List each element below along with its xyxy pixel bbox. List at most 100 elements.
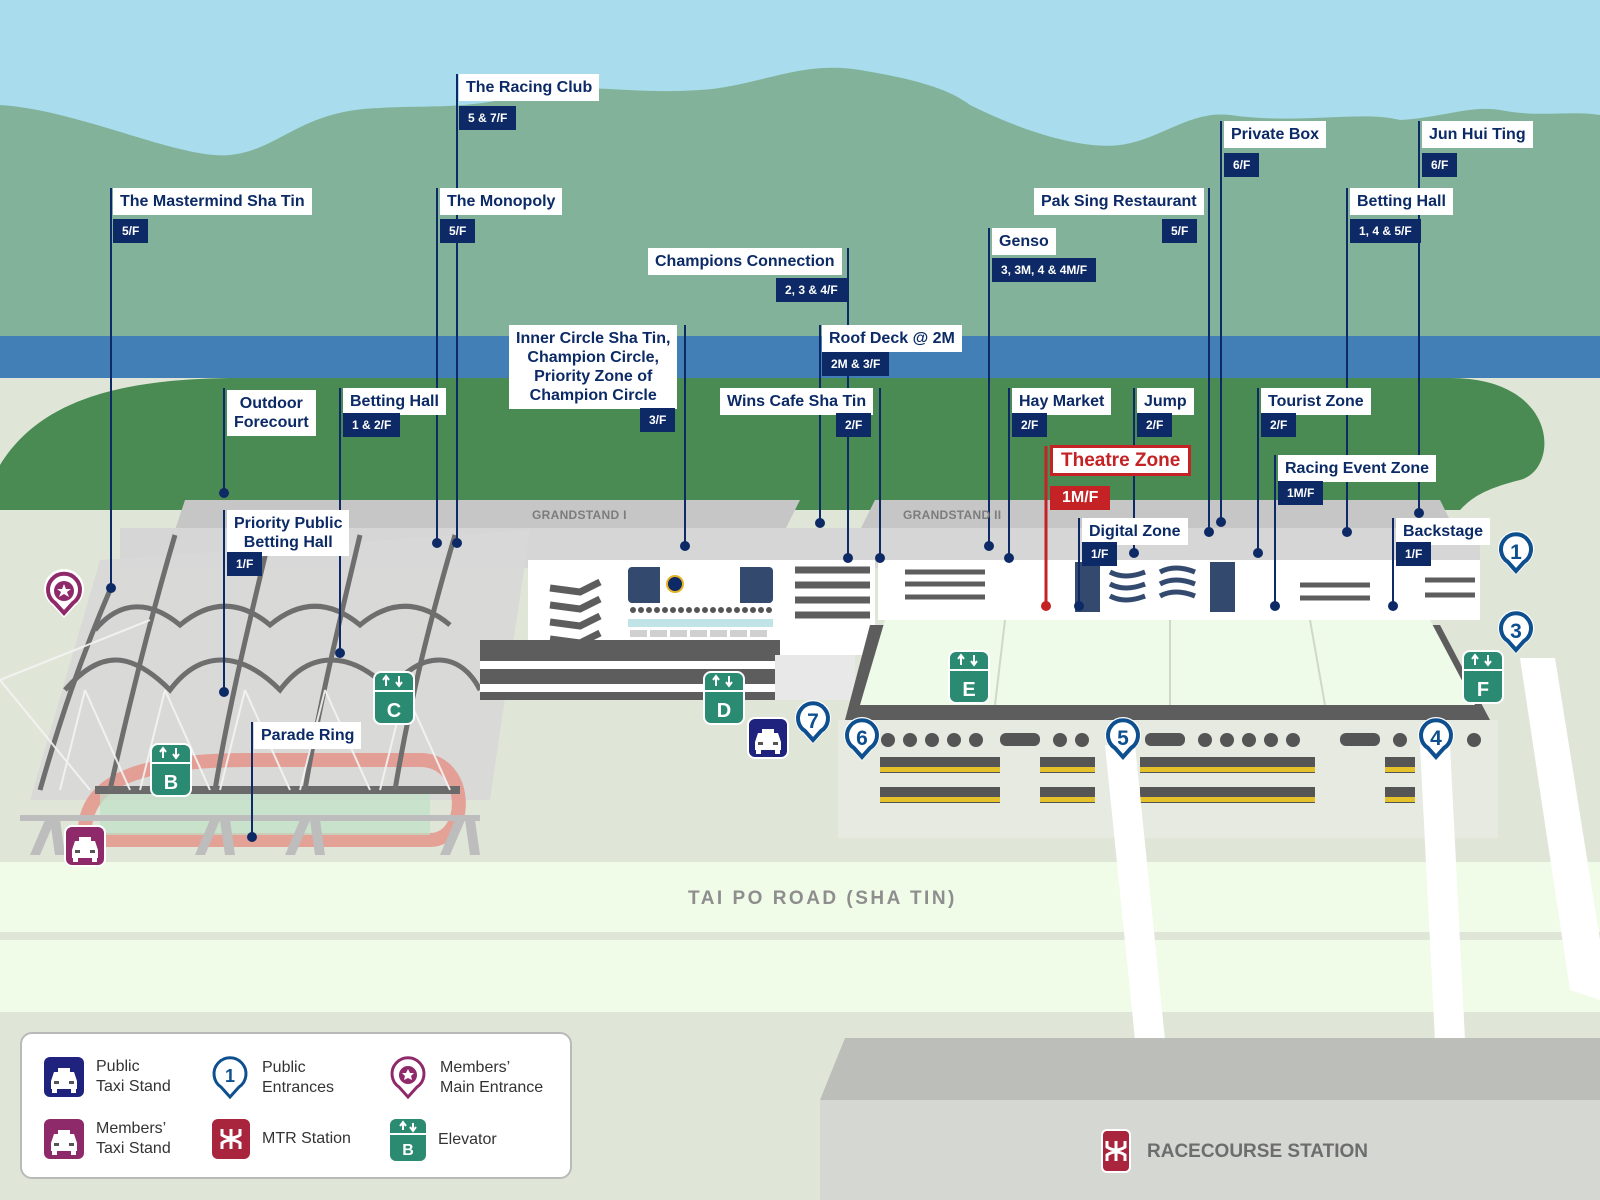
- road-label: TAI PO ROAD (SHA TIN): [688, 888, 957, 909]
- legend-members-taxi-stand: Members’Taxi Stand: [44, 1119, 171, 1159]
- floor-badge: 5/F: [113, 219, 149, 243]
- floor-badge: 2/F: [836, 413, 872, 437]
- floor-badge: 2/F: [1137, 413, 1173, 437]
- elevator-b-icon[interactable]: B: [150, 743, 192, 797]
- grandstand-ii: [838, 560, 1498, 838]
- legend-label: Taxi Stand: [96, 1140, 171, 1157]
- venue-label[interactable]: Parade Ring: [254, 722, 362, 749]
- walkway-3: [1520, 658, 1600, 1000]
- floor-badge: 2, 3 & 4/F: [776, 278, 847, 302]
- entrance-7-pin[interactable]: 7: [793, 698, 833, 746]
- venue-label[interactable]: The Monopoly: [440, 188, 563, 215]
- venue-label[interactable]: Betting Hall: [343, 388, 446, 415]
- walkway-4: [1420, 745, 1465, 1040]
- road-lane: [0, 940, 1600, 1012]
- legend-label: Taxi Stand: [96, 1078, 171, 1095]
- hills: [0, 67, 1600, 340]
- legend-label: MTR Station: [262, 1130, 351, 1147]
- venue-label[interactable]: Champions Connection: [648, 248, 842, 275]
- venue-label[interactable]: Wins Cafe Sha Tin: [720, 388, 874, 415]
- elevator-c-icon[interactable]: C: [373, 671, 415, 725]
- floor-badge: 3, 3M, 4 & 4M/F: [992, 258, 1097, 282]
- venue-label[interactable]: Tourist Zone: [1261, 388, 1371, 415]
- venue-label[interactable]: Genso: [992, 228, 1056, 255]
- walkway-5: [1105, 745, 1165, 1040]
- entrance-6-label: 6: [856, 727, 868, 750]
- entrance-4-label: 4: [1430, 727, 1442, 750]
- tai-po-road: [0, 862, 1600, 932]
- venue-label[interactable]: The Racing Club: [459, 74, 600, 101]
- entrance-7-label: 7: [807, 710, 819, 733]
- floor-badge: 1/F: [1082, 542, 1118, 566]
- venue-label[interactable]: Theatre Zone: [1050, 445, 1192, 476]
- entrance-3-pin[interactable]: 3: [1496, 608, 1536, 656]
- venue-label[interactable]: Roof Deck @ 2M: [822, 325, 962, 352]
- venue-label-line: Priority Zone of: [534, 368, 653, 385]
- venue-label[interactable]: Pak Sing Restaurant: [1034, 188, 1204, 215]
- venue-label-line: Champion Circle: [529, 387, 657, 404]
- legend-label: Public: [96, 1058, 140, 1075]
- floor-badge: 6/F: [1224, 153, 1260, 177]
- floor-badge: 5 & 7/F: [459, 106, 517, 130]
- members-taxi-stand-icon[interactable]: [64, 825, 106, 867]
- floor-badge: 2/F: [1261, 413, 1297, 437]
- floor-badge: 2/F: [1012, 413, 1048, 437]
- venue-label[interactable]: Hay Market: [1012, 388, 1112, 415]
- elevator-e-icon[interactable]: E: [948, 650, 990, 704]
- legend-elevator-sample: B: [402, 1142, 414, 1159]
- elevator-c-label: C: [387, 700, 401, 722]
- public-taxi-stand-icon[interactable]: [747, 717, 789, 759]
- elevator-d-icon[interactable]: D: [703, 671, 745, 725]
- venue-label[interactable]: Private Box: [1224, 121, 1327, 148]
- grandstand-i: [480, 560, 875, 700]
- venue-label[interactable]: The Mastermind Sha Tin: [113, 188, 312, 215]
- racecourse-station: [820, 1100, 1600, 1200]
- venue-label-line: Champion Circle,: [527, 349, 659, 366]
- floor-badge: 1, 4 & 5/F: [1350, 219, 1421, 243]
- entrance-6-pin[interactable]: 6: [842, 715, 882, 763]
- elevator-d-label: D: [717, 700, 731, 722]
- legend-label: Main Entrance: [440, 1079, 544, 1096]
- entrance-1-pin[interactable]: 1: [1496, 529, 1536, 577]
- legend-label: Entrances: [262, 1079, 335, 1096]
- floor-badge: 6/F: [1422, 153, 1458, 177]
- legend-label: Elevator: [438, 1131, 497, 1148]
- leader-lines: [106, 74, 1424, 842]
- venue-label-line: Betting Hall: [243, 534, 333, 551]
- venue-label[interactable]: Betting Hall: [1350, 188, 1453, 215]
- legend-label: Members’: [440, 1059, 511, 1076]
- floor-badge: 2M & 3/F: [822, 352, 890, 376]
- club-logo-icon: [666, 575, 684, 593]
- floor-badge: 5/F: [1162, 219, 1198, 243]
- legend-members-main-entrance: Members’ Main Entrance: [388, 1055, 543, 1101]
- venue-label[interactable]: Racing Event Zone: [1278, 455, 1437, 482]
- entrance-3-label: 3: [1510, 620, 1522, 643]
- floor-badge: 3/F: [640, 408, 676, 432]
- entrance-5-pin[interactable]: 5: [1103, 715, 1143, 763]
- venue-label-line: Forecourt: [234, 414, 309, 431]
- floor-badge: 1/F: [227, 552, 263, 576]
- elevator-f-icon[interactable]: F: [1462, 650, 1504, 704]
- floor-badge: 5/F: [440, 219, 476, 243]
- venue-label[interactable]: Digital Zone: [1082, 518, 1188, 545]
- floor-badge: 1M/F: [1278, 481, 1324, 505]
- venue-label[interactable]: Jun Hui Ting: [1422, 121, 1533, 148]
- public-entrance-icon: 1: [212, 1056, 248, 1100]
- station-label: RACECOURSE STATION: [1147, 1141, 1368, 1162]
- venue-label[interactable]: Jump: [1137, 388, 1194, 415]
- entrance-4-pin[interactable]: 4: [1416, 715, 1456, 763]
- mtr-station-icon: [212, 1119, 250, 1159]
- elevator-b-label: B: [164, 772, 178, 794]
- venue-label[interactable]: Inner Circle Sha Tin,Champion Circle,Pri…: [509, 325, 678, 409]
- entrance-5-label: 5: [1117, 727, 1129, 750]
- members-taxi-stand-icon: [44, 1119, 84, 1159]
- members-main-entrance-icon[interactable]: [44, 569, 85, 618]
- venue-label[interactable]: Backstage: [1396, 518, 1491, 545]
- entrance-1-label: 1: [1510, 541, 1522, 564]
